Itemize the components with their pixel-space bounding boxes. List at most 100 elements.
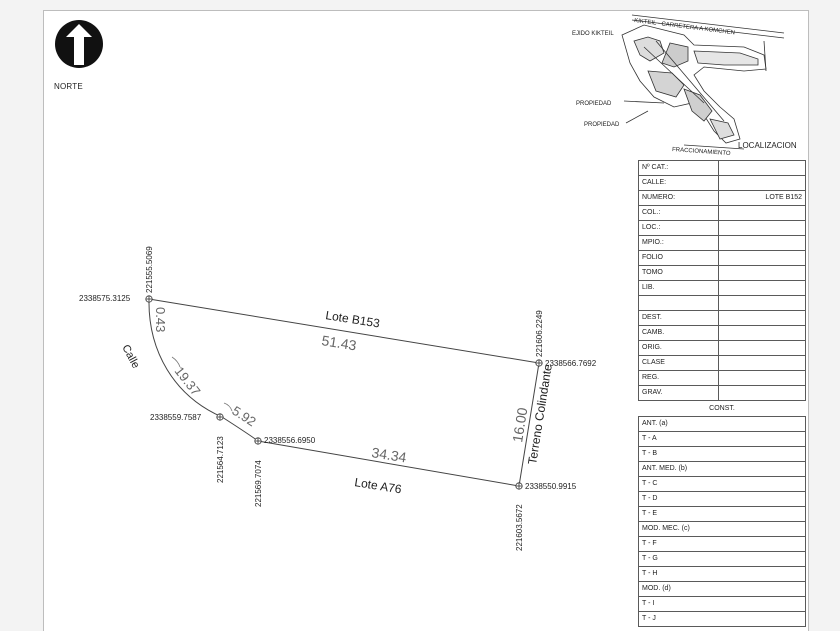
info-table-row: LIB. (638, 280, 807, 296)
info-row-label: GRAV. (638, 385, 719, 401)
construction-row: T - C (638, 476, 806, 492)
info-row-label: ORIG. (638, 340, 719, 356)
info-table-row: CLASE (638, 355, 807, 371)
lot-plan-drawing: EJIDO KIKTEIL KIKTEIL - CARRETERA A KOMC… (55, 14, 785, 551)
ejido-label: EJIDO KIKTEIL (572, 31, 614, 37)
info-row-value (717, 160, 807, 176)
vertex-3-y-coord: 2338559.7587 (150, 413, 202, 422)
info-row-label: CAMB. (638, 325, 719, 341)
info-table-row: CAMB. (638, 325, 807, 341)
construction-row: ANT. MED. (b) (638, 461, 806, 477)
info-row-label: COL.: (638, 205, 719, 221)
vertex-3-x-coord: 221564.7123 (216, 436, 225, 483)
info-row-label: Nº CAT.: (638, 160, 719, 176)
construction-table-title: CONST. (638, 402, 806, 417)
info-row-label: REG. (638, 370, 719, 386)
north-label: NORTE (54, 82, 83, 91)
construction-row-label: T - J (638, 611, 806, 627)
info-row-value (717, 175, 807, 191)
vertex-2-y-coord: 2338566.7692 (545, 359, 597, 368)
right-side-dimension: 16.00 (509, 406, 530, 443)
info-table-row: LOC.: (638, 220, 807, 236)
construction-row-label: ANT. (a) (638, 416, 806, 432)
info-table-row: FOLIO (638, 250, 807, 266)
vertex-2-marker (535, 359, 543, 367)
info-table-row: MPIO.: (638, 235, 807, 251)
construction-row-label: ANT. MED. (b) (638, 461, 806, 477)
info-row-label: MPIO.: (638, 235, 719, 251)
construction-row-label: T - G (638, 551, 806, 567)
info-row-label: CLASE (638, 355, 719, 371)
info-row-value (717, 385, 807, 401)
street-label: Calle (119, 343, 141, 371)
info-row-value (717, 310, 807, 326)
construction-row: MOD. (d) (638, 581, 806, 597)
info-row-label: LIB. (638, 280, 719, 296)
lot-b153-label: Lote B153 (325, 308, 382, 330)
vertex-5-marker (515, 482, 523, 490)
construction-row: T - E (638, 506, 806, 522)
info-table-row: CALLE: (638, 175, 807, 191)
info-row-value (717, 295, 807, 311)
arc-dimension-low: 5.92 (229, 403, 258, 429)
info-row-label: NUMERO: (638, 190, 719, 206)
info-row-label: LOC.: (638, 220, 719, 236)
construction-row-label: T - C (638, 476, 806, 492)
info-row-value (717, 235, 807, 251)
construction-row-label: MOD. MEC. (c) (638, 521, 806, 537)
construction-row: T - D (638, 491, 806, 507)
location-map (621, 14, 785, 150)
propiedad-label-1: PROPIEDAD (576, 101, 612, 107)
info-row-value (717, 355, 807, 371)
lot-boundary (148, 298, 540, 487)
info-row-value (717, 265, 807, 281)
info-row-value (717, 340, 807, 356)
vertex-4-x-coord: 221569.7074 (254, 460, 263, 507)
info-row-value (717, 280, 807, 296)
construction-row: T - H (638, 566, 806, 582)
construction-row: T - F (638, 536, 806, 552)
construction-row: T - I (638, 596, 806, 612)
construction-row-label: T - I (638, 596, 806, 612)
construction-row: T - B (638, 446, 806, 462)
info-row-value: LOTE B152 (717, 190, 807, 206)
road-label: KIKTEIL - CARRETERA A KOMCHEN (634, 18, 735, 36)
lot-a76-label: Lote A76 (354, 475, 403, 496)
survey-sheet: EJIDO KIKTEIL KIKTEIL - CARRETERA A KOMC… (43, 10, 809, 631)
fraccionamiento-label: FRACCIONAMIENTO (672, 147, 731, 157)
vertex-4-y-coord: 2338556.6950 (264, 436, 316, 445)
arc-dimension-small: 0.43 (153, 307, 168, 332)
construction-row: ANT. (a) (638, 416, 806, 432)
vertex-1-x-coord: 221555.5069 (145, 246, 154, 293)
construction-row-label: T - B (638, 446, 806, 462)
info-table-row: REG. (638, 370, 807, 386)
info-row-label: FOLIO (638, 250, 719, 266)
info-row-label: TOMO (638, 265, 719, 281)
construction-row-label: MOD. (d) (638, 581, 806, 597)
info-row-value (717, 370, 807, 386)
vertex-5-y-coord: 2338550.9915 (525, 482, 577, 491)
localizacion-label: LOCALIZACION (738, 141, 797, 150)
info-row-label: DEST. (638, 310, 719, 326)
info-table-row: Nº CAT.: (638, 160, 807, 176)
info-row-label: CALLE: (638, 175, 719, 191)
vertex-1-y-coord: 2338575.3125 (79, 294, 131, 303)
construction-row-label: T - A (638, 431, 806, 447)
vertex-4-marker (254, 437, 262, 445)
vertex-markers (145, 295, 543, 490)
propiedad-label-2: PROPIEDAD (584, 122, 620, 128)
construction-row: T - J (638, 611, 806, 627)
construction-row-label: T - E (638, 506, 806, 522)
info-table-row: ORIG. (638, 340, 807, 356)
info-row-value (717, 220, 807, 236)
arc-dimension-mid: 19.37 (172, 364, 204, 399)
construction-row-label: T - F (638, 536, 806, 552)
top-side-dimension: 51.43 (321, 332, 358, 353)
info-table-row: DEST. (638, 310, 807, 326)
vertex-3-marker (216, 413, 224, 421)
vertex-1-marker (145, 295, 153, 303)
